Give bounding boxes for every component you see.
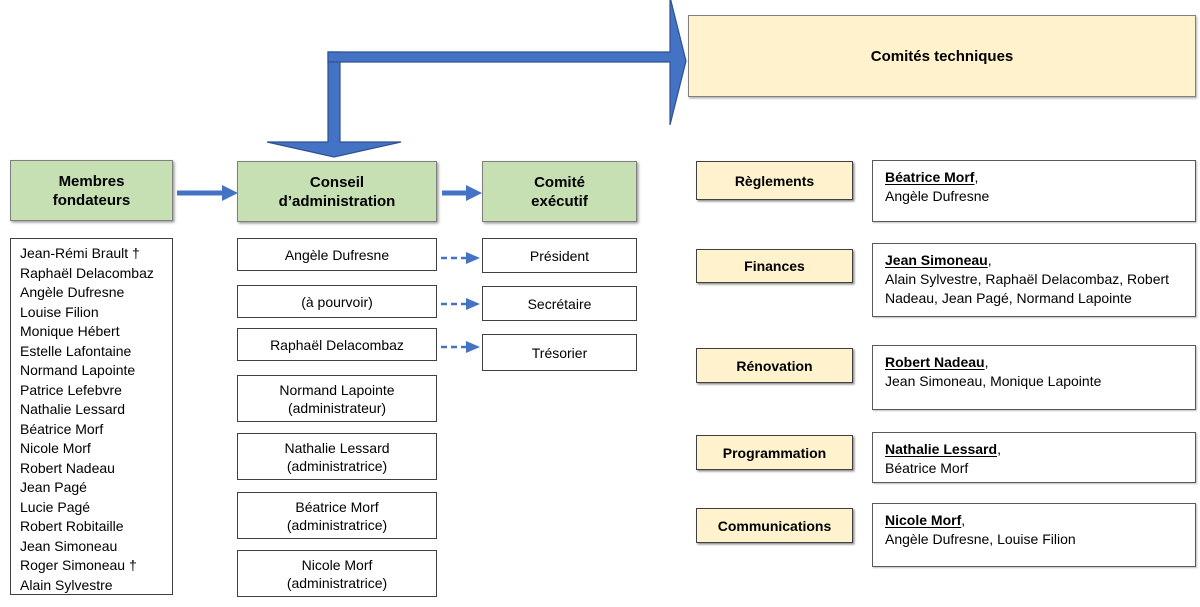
list-item: Louise Filion: [20, 303, 99, 320]
board-member-name: Béatrice Morf: [295, 498, 379, 515]
committee-label-text: Communications: [717, 517, 832, 534]
list-item: Jean Pagé: [20, 479, 87, 495]
executive-role-label: Président: [529, 247, 590, 264]
separator: ,: [961, 512, 966, 528]
executive-role-box: Président: [482, 238, 637, 273]
arrow-board-to-executive: [442, 185, 482, 201]
list-item: Jean-Rémi Brault †: [20, 245, 140, 261]
committee-members-finances: Jean Simoneau, Alain Sylvestre, Raphaël …: [872, 243, 1196, 317]
board-member-role: (administratrice): [286, 574, 388, 591]
committee-label-reglements: Règlements: [696, 161, 853, 200]
committee-label-programmation: Programmation: [696, 435, 853, 470]
committee-label-text: Finances: [744, 258, 805, 274]
separator: ,: [974, 169, 979, 185]
founders-header-line1: Membres: [58, 172, 125, 190]
arrow-dufresne-to-president: [441, 252, 480, 264]
board-header-line2: d’administration: [278, 192, 396, 210]
committee-members: Jean Simoneau, Monique Lapointe: [885, 373, 1102, 389]
founders-header: Membres fondateurs: [10, 160, 173, 221]
committee-members: Angèle Dufresne: [885, 188, 990, 204]
founders-list: Jean-Rémi Brault † Raphaël Delacombaz An…: [10, 238, 173, 595]
list-item: Roger Simoneau †: [20, 557, 137, 573]
arrow-founders-to-board: [177, 185, 238, 201]
committee-members: Béatrice Morf: [885, 460, 969, 476]
arrow-board-to-technical: [266, 0, 687, 158]
technical-committees-title: Comités techniques: [870, 47, 1014, 65]
founders-header-line2: fondateurs: [52, 191, 131, 209]
committee-lead: Robert Nadeau: [885, 354, 985, 370]
list-item: Lucie Pagé: [20, 498, 91, 515]
board-member-name: Angèle Dufresne: [284, 246, 390, 263]
committee-label-renovation: Rénovation: [696, 348, 853, 383]
list-item: Robert Nadeau: [20, 459, 115, 476]
board-member-name: Nicole Morf: [301, 556, 373, 573]
committee-label-finances: Finances: [696, 249, 853, 283]
executive-header-line1: Comité: [534, 173, 585, 191]
list-item: Patrice Lefebvre: [20, 381, 122, 398]
board-member-name: Nathalie Lessard: [284, 439, 390, 456]
board-member-box: Béatrice Morf (administratrice): [237, 492, 437, 539]
executive-role-box: Trésorier: [482, 334, 637, 371]
list-item: Estelle Lafontaine: [20, 342, 132, 359]
board-member-role: (administratrice): [286, 457, 388, 474]
list-item: Robert Robitaille: [20, 518, 124, 534]
list-item: Alain Sylvestre: [20, 576, 113, 593]
board-header-line1: Conseil: [309, 173, 365, 191]
committee-lead-line: Béatrice Morf,: [885, 168, 1187, 187]
board-member-box: Nathalie Lessard (administratrice): [237, 433, 437, 480]
technical-committees-header: Comités techniques: [688, 15, 1196, 97]
list-item: Monique Hébert: [20, 323, 120, 339]
list-item: Normand Lapointe: [20, 362, 136, 378]
list-item: Raphaël Delacombaz: [20, 264, 154, 281]
list-item: Nathalie Lessard: [20, 401, 126, 417]
board-member-box: (à pourvoir): [237, 285, 437, 318]
committee-lead: Nicole Morf: [885, 512, 962, 528]
arrow-delacombaz-to-tresorier: [441, 341, 480, 353]
board-member-box: Raphaël Delacombaz: [237, 328, 437, 361]
list-item: Nicole Morf: [20, 440, 91, 456]
executive-role-box: Secrétaire: [482, 286, 637, 321]
executive-role-label: Trésorier: [531, 344, 588, 361]
committee-lead-line: Nathalie Lessard,: [885, 440, 1187, 459]
list-item: Angèle Dufresne: [20, 284, 125, 300]
executive-header: Comité exécutif: [482, 161, 637, 222]
board-member-role: (administrateur): [287, 399, 387, 416]
board-member-box: Normand Lapointe (administrateur): [237, 375, 437, 422]
separator: ,: [997, 441, 1001, 457]
board-member-box: Angèle Dufresne: [237, 238, 437, 271]
committee-lead-line: Nicole Morf,: [885, 511, 1187, 530]
committee-lead-line: Robert Nadeau,: [885, 353, 1187, 372]
committee-lead-line: Jean Simoneau,: [885, 251, 1187, 270]
arrow-vacant-to-secretaire: [441, 298, 480, 310]
committee-label-text: Programmation: [722, 444, 827, 461]
board-member-name: (à pourvoir): [301, 293, 373, 310]
list-item: Béatrice Morf: [20, 420, 104, 437]
committee-members: Alain Sylvestre, Raphaël Delacombaz, Rob…: [885, 271, 1170, 306]
board-header: Conseil d’administration: [237, 161, 437, 222]
committee-members-renovation: Robert Nadeau, Jean Simoneau, Monique La…: [872, 345, 1196, 410]
board-member-name: Raphaël Delacombaz: [270, 336, 404, 353]
committee-members: Angèle Dufresne, Louise Filion: [885, 531, 1076, 547]
board-member-role: (administratrice): [286, 516, 388, 533]
executive-header-line2: exécutif: [531, 192, 588, 210]
executive-role-label: Secrétaire: [527, 295, 592, 312]
committee-members-communications: Nicole Morf, Angèle Dufresne, Louise Fil…: [872, 503, 1196, 567]
board-member-box: Nicole Morf (administratrice): [237, 550, 437, 597]
committee-label-text: Rénovation: [736, 357, 813, 374]
committee-lead: Jean Simoneau: [885, 252, 988, 268]
committee-members-programmation: Nathalie Lessard, Béatrice Morf: [872, 432, 1196, 483]
committee-members-reglements: Béatrice Morf, Angèle Dufresne: [872, 160, 1196, 222]
separator: ,: [987, 252, 992, 268]
separator: ,: [984, 354, 989, 370]
committee-label-text: Règlements: [734, 172, 815, 189]
board-member-name: Normand Lapointe: [279, 381, 395, 398]
committee-label-communications: Communications: [696, 508, 853, 543]
list-item: Jean Simoneau: [20, 537, 118, 554]
committee-lead: Nathalie Lessard: [885, 441, 998, 457]
committee-lead: Béatrice Morf: [885, 169, 975, 185]
